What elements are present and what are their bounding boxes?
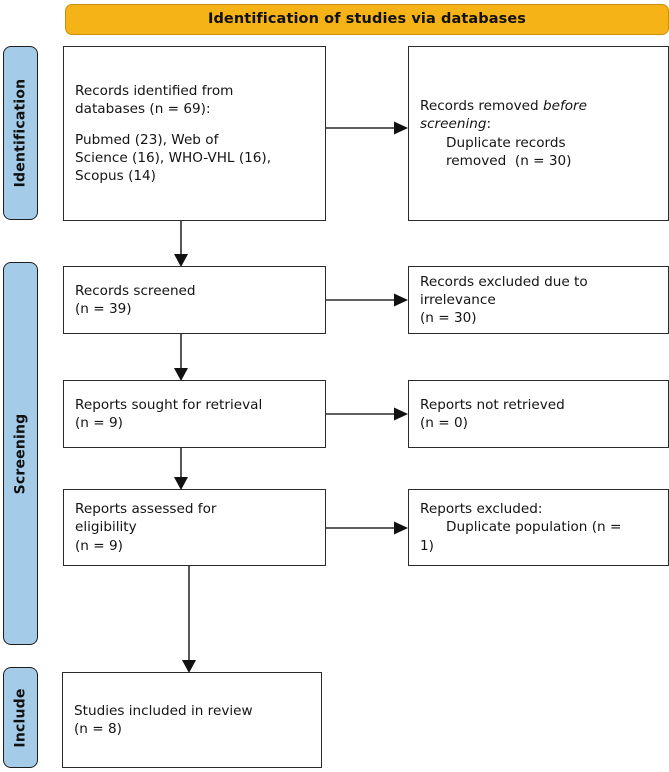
- node-reports-sought-text: Reports sought for retrieval (n = 9): [64, 396, 325, 432]
- text-line: Reports not retrieved: [420, 396, 565, 413]
- text-line: (n = 0): [420, 415, 468, 431]
- text-spacer: [75, 118, 314, 131]
- text-line: removed (n = 30): [446, 152, 572, 169]
- arrow-assessed-to-excluded: [326, 521, 408, 535]
- phase-banner-title: Identification of studies via databases: [207, 10, 527, 27]
- arrow-sought-to-assessed: [174, 447, 188, 490]
- node-records-identified-text: Records identified from databases (n = 6…: [64, 82, 325, 186]
- arrow-identified-to-removed: [326, 121, 408, 135]
- text-line: (n = 30): [420, 310, 477, 327]
- arrow-identified-to-screened: [174, 220, 188, 267]
- node-reports-excluded-text: Reports excluded: Duplicate population (…: [409, 500, 668, 555]
- stage-tab-screening-label: Screening: [12, 413, 29, 494]
- arrow-sought-to-not-retrieved: [326, 407, 408, 421]
- text-line: databases (n = 69):: [75, 100, 211, 117]
- node-records-removed: Records removed before screening: Duplic…: [408, 46, 669, 221]
- text-fragment: Records removed: [420, 98, 543, 115]
- node-records-screened-text: Records screened (n = 39): [64, 282, 325, 318]
- text-line: Records excluded due to: [420, 273, 588, 290]
- text-line: (n = 9): [75, 537, 123, 554]
- text-fragment: :: [486, 116, 492, 133]
- node-reports-sought: Reports sought for retrieval (n = 9): [63, 380, 326, 448]
- text-line: Duplicate population (n =: [446, 519, 622, 536]
- text-line: (n = 9): [75, 415, 123, 431]
- arrow-screened-to-excluded: [326, 293, 408, 307]
- node-studies-included: Studies included in review (n = 8): [62, 672, 322, 768]
- arrow-assessed-to-studies-included: [182, 565, 196, 673]
- text-line: Records screened: [75, 282, 196, 299]
- node-reports-assessed: Reports assessed for eligibility (n = 9): [63, 489, 326, 566]
- node-reports-assessed-text: Reports assessed for eligibility (n = 9): [64, 500, 325, 555]
- text-line: Records removed before: [420, 97, 657, 115]
- node-records-identified: Records identified from databases (n = 6…: [63, 46, 326, 221]
- text-fragment-italic: before: [542, 98, 588, 115]
- text-line: Reports sought for retrieval: [75, 396, 263, 413]
- text-line: Studies included in review: [74, 702, 253, 719]
- text-line: Records identified from: [75, 82, 234, 99]
- stage-tab-screening: Screening: [3, 262, 38, 645]
- node-records-screened: Records screened (n = 39): [63, 266, 326, 334]
- text-line: irrelevance: [420, 291, 496, 308]
- text-fragment-italic: screening: [420, 116, 487, 133]
- stage-tab-included: Include: [3, 667, 38, 768]
- stage-tab-included-label: Include: [12, 687, 29, 748]
- phase-banner-identification: Identification of studies via databases: [65, 4, 669, 35]
- text-line: (n = 39): [75, 301, 132, 317]
- text-line: Reports excluded:: [420, 501, 543, 518]
- text-line: screening:: [420, 115, 657, 133]
- node-records-excluded: Records excluded due to irrelevance (n =…: [408, 266, 669, 334]
- text-line: Reports assessed for: [75, 501, 217, 518]
- stage-tab-identification: Identification: [3, 46, 38, 220]
- node-records-excluded-text: Records excluded due to irrelevance (n =…: [409, 273, 668, 328]
- text-line: Duplicate records: [446, 134, 566, 151]
- text-line: Science (16), WHO-VHL (16),: [75, 150, 272, 167]
- node-studies-included-text: Studies included in review (n = 8): [63, 702, 321, 738]
- arrow-screened-to-sought: [174, 333, 188, 381]
- node-records-removed-text: Records removed before screening: Duplic…: [409, 97, 668, 170]
- node-reports-not-retrieved-text: Reports not retrieved (n = 0): [409, 396, 668, 432]
- text-line: (n = 8): [74, 721, 122, 737]
- node-reports-not-retrieved: Reports not retrieved (n = 0): [408, 380, 669, 448]
- text-line: 1): [420, 537, 434, 554]
- text-line: Pubmed (23), Web of: [75, 131, 219, 148]
- text-line: Scopus (14): [75, 168, 156, 185]
- stage-tab-identification-label: Identification: [12, 78, 29, 188]
- text-line: eligibility: [75, 519, 137, 536]
- node-reports-excluded: Reports excluded: Duplicate population (…: [408, 489, 669, 566]
